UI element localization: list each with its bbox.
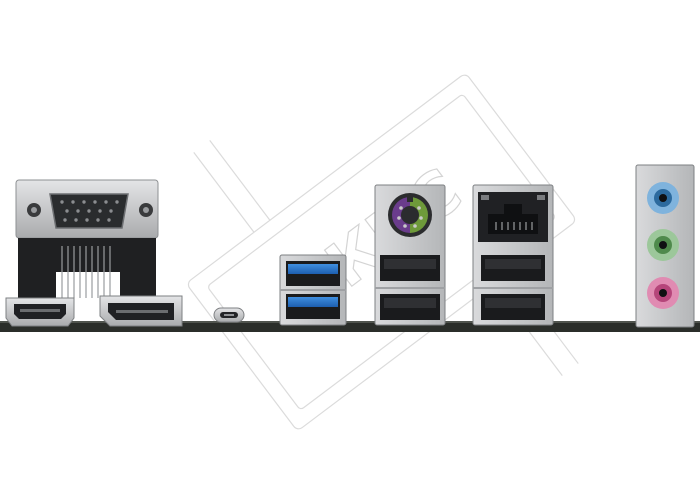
audio-jacks <box>635 164 695 328</box>
usb-c-port <box>213 307 245 323</box>
usb2-ports-right <box>473 255 553 320</box>
pcb-board <box>0 322 700 332</box>
lan-usb-stack <box>472 184 554 326</box>
lan-port <box>478 192 548 242</box>
usb2-ports-left <box>375 255 445 320</box>
hdmi-port <box>5 297 75 327</box>
displayport-port <box>99 295 183 327</box>
audio-jack-line-out <box>647 229 679 261</box>
ps2-port <box>388 193 432 237</box>
vga-port <box>15 179 159 300</box>
audio-jack-mic <box>647 277 679 309</box>
ps2-usb-stack <box>374 184 446 326</box>
audio-jack-line-in <box>647 182 679 214</box>
usb3-ports <box>279 254 347 326</box>
